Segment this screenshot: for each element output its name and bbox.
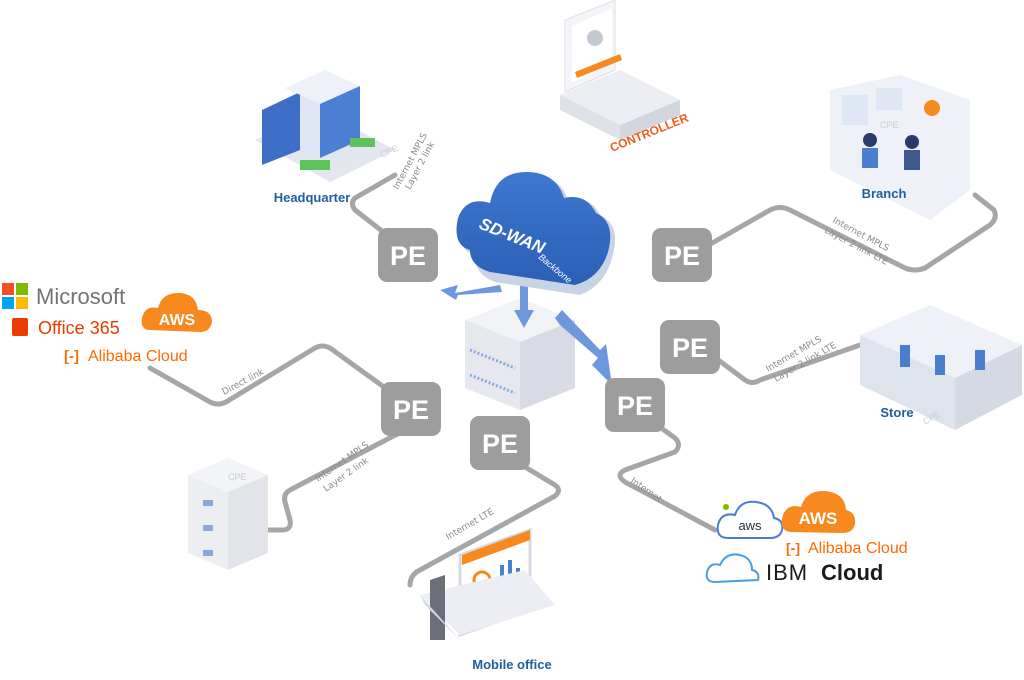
cpe-label: CPE	[880, 120, 899, 130]
aws-small-text: aws	[738, 518, 762, 533]
line-datacenter	[262, 427, 408, 533]
pe-node-store: PE	[660, 320, 720, 374]
cpe-label: CPE	[228, 472, 247, 482]
line-headquarter	[350, 172, 403, 248]
connection-lines	[147, 172, 998, 588]
alibaba-cloud-logo-2: [-] Alibaba Cloud	[786, 540, 908, 557]
pe-label: PE	[482, 429, 518, 459]
aws-orange-text: AWS	[799, 509, 838, 528]
store-icon: CPE	[860, 305, 1022, 430]
pe-node-branch: PE	[652, 228, 712, 282]
mobile-office-label: Mobile office	[472, 657, 551, 672]
office365-text: Office 365	[38, 318, 120, 338]
microsoft-text: Microsoft	[36, 284, 125, 309]
line-branch	[697, 192, 998, 273]
svg-text:[-]: [-]	[786, 540, 800, 556]
pe-label: PE	[672, 333, 708, 363]
branch-office-icon: CPE	[830, 75, 970, 220]
aws-text: AWS	[159, 312, 196, 329]
ibm-cloud-logo: IBM Cloud	[705, 553, 883, 585]
microsoft-logo: Microsoft	[2, 283, 125, 309]
svg-text:[-]: [-]	[64, 348, 79, 365]
arrow-left-icon	[440, 285, 502, 300]
headquarter-building-icon: CPE	[255, 70, 400, 182]
office365-logo: Office 365	[12, 318, 120, 338]
link-label-mobile: Internet LTE	[445, 507, 497, 543]
line-store	[702, 342, 863, 385]
alibaba-cloud-logo: [-] Alibaba Cloud	[64, 348, 188, 365]
line-cloud	[617, 417, 718, 533]
aws-cloud-logo: AWS	[141, 292, 212, 332]
arrow-right-icon	[555, 310, 612, 385]
pe-node-mobile: PE	[470, 416, 530, 470]
pe-label: PE	[393, 395, 429, 425]
mobile-office-laptop-icon	[420, 527, 555, 650]
store-label: Store	[880, 405, 913, 420]
pe-node-direct: PE	[381, 382, 441, 436]
ibm-cloud-text: Cloud	[821, 560, 883, 585]
arrow-down-icon	[514, 275, 534, 328]
arrows	[440, 275, 612, 385]
line-mobile	[407, 452, 561, 588]
pe-label: PE	[390, 241, 426, 271]
pe-label: PE	[617, 391, 653, 421]
pe-label: PE	[664, 241, 700, 271]
sd-wan-cloud-icon: SD-WAN Backbone	[456, 172, 616, 295]
cpe-server-stack-icon: CPE	[188, 458, 268, 570]
branch-label: Branch	[862, 186, 907, 201]
link-label-cloud: Internet	[628, 476, 663, 505]
alibaba-text: Alibaba Cloud	[88, 348, 188, 365]
headquarter-label: Headquarter	[274, 190, 351, 205]
pe-node-headquarter: PE	[378, 228, 438, 282]
alibaba-text-2: Alibaba Cloud	[808, 540, 908, 557]
pe-node-cloud: PE	[605, 378, 665, 432]
line-direct	[147, 343, 398, 407]
ibm-text: IBM	[766, 560, 808, 585]
aws-orange-logo: AWS	[781, 490, 856, 533]
aws-small-logo: aws	[716, 500, 784, 539]
backbone-server-icon	[465, 298, 575, 410]
controller-laptop-icon	[560, 0, 680, 140]
